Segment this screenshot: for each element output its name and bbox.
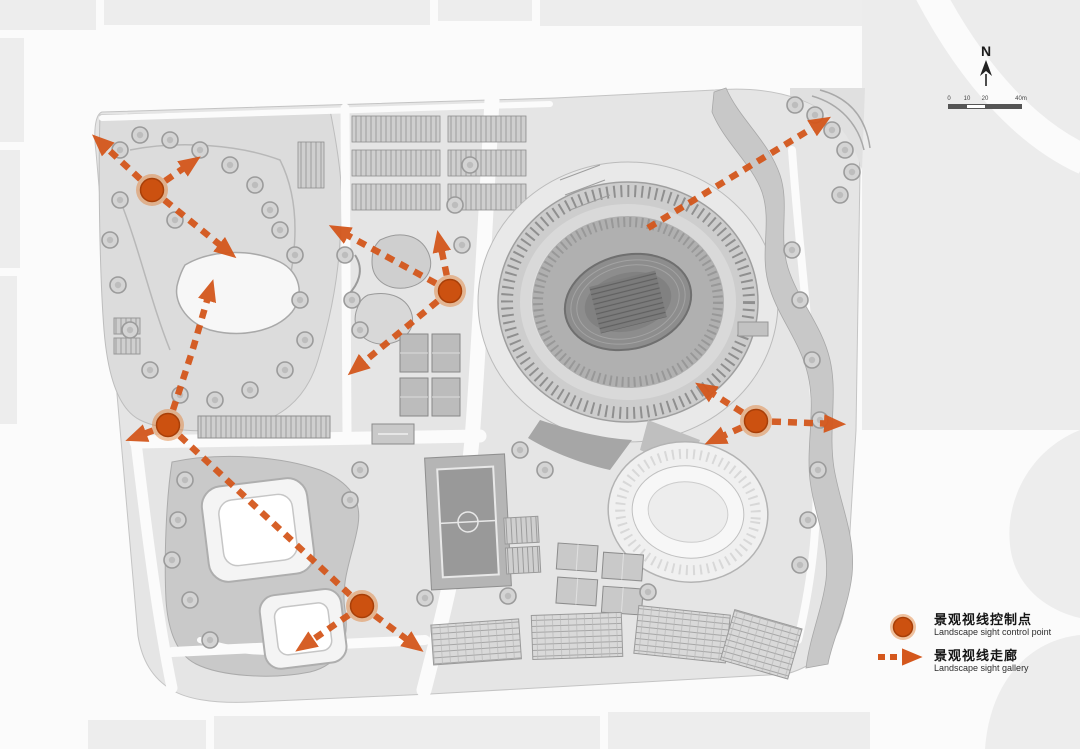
scale-label: 40m <box>1015 96 1027 102</box>
river <box>711 87 854 669</box>
stadium-track-field <box>563 252 693 352</box>
sight-control-points <box>136 174 772 622</box>
scale-label: 20 <box>981 96 989 102</box>
scale-segment <box>985 105 1021 108</box>
sight-corridor <box>646 116 831 231</box>
parking-rows <box>297 115 527 211</box>
building-rounded-large <box>200 477 316 583</box>
north-compass: N <box>972 44 1000 88</box>
legend: 景观视线控制点 Landscape sight control point 景观… <box>872 612 1072 680</box>
sight-control-point <box>740 405 772 437</box>
northeast-terraces <box>790 88 871 170</box>
sight-corridor <box>165 422 365 609</box>
north-arrow-icon <box>980 60 992 86</box>
tennis-courts <box>399 333 461 417</box>
legend-item-control-point: 景观视线控制点 Landscape sight control point <box>872 612 1072 642</box>
axis-colonnade <box>197 415 415 445</box>
basketball-courts <box>555 542 645 616</box>
stadium <box>477 161 779 443</box>
scale-segment <box>967 105 985 108</box>
scale-label: 0 <box>947 96 951 102</box>
sight-corridor <box>347 288 453 376</box>
row-housing <box>430 604 803 680</box>
sight-control-point <box>434 275 466 307</box>
park-pond <box>175 251 300 335</box>
legend-label-en: Landscape sight control point <box>934 627 1052 637</box>
training-arena <box>607 441 769 583</box>
scale-segment <box>949 105 967 108</box>
building-rounded-small <box>258 587 348 670</box>
scale-bar-graphic <box>948 104 1022 109</box>
sight-control-point <box>136 174 168 206</box>
soccer-field <box>424 453 542 591</box>
sight-gallery-sample-icon <box>872 648 934 666</box>
legend-label-en: Landscape sight gallery <box>934 663 1029 673</box>
south-plaza <box>528 420 632 470</box>
sight-corridor <box>149 187 237 259</box>
compass-label: N <box>980 43 992 59</box>
scale-bar: 0 10 20 40m <box>947 96 1066 109</box>
sight-corridor <box>695 382 758 424</box>
legend-label-zh: 景观视线控制点 <box>934 612 1033 627</box>
sight-corridor <box>360 603 424 652</box>
sight-control-point <box>346 590 378 622</box>
sight-control-point <box>152 409 184 441</box>
sight-corridor <box>295 603 364 652</box>
legend-item-sight-gallery: 景观视线走廊 Landscape sight gallery <box>872 648 1072 674</box>
scale-labels: 0 10 20 40m <box>947 96 1066 104</box>
sight-corridor <box>328 225 452 294</box>
control-point-sample-icon <box>872 612 934 642</box>
sight-corridor <box>755 414 847 433</box>
sight-corridor <box>91 134 155 193</box>
scale-label: 10 <box>963 96 971 102</box>
legend-label-zh: 景观视线走廊 <box>934 648 1019 663</box>
